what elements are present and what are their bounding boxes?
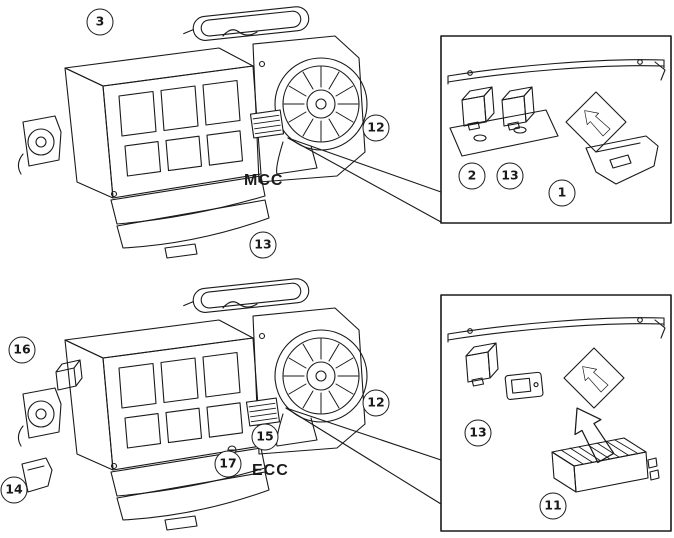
- callout-11: 11: [539, 492, 567, 520]
- control-module-icon: [504, 371, 544, 400]
- callout-14: 14: [0, 476, 28, 504]
- callout-16: 16: [8, 336, 36, 364]
- callout-3: 3: [86, 8, 114, 36]
- callout-13: 13: [249, 231, 277, 259]
- magnifier-leader-lines-top: [287, 137, 442, 223]
- mount-bracket-icon: [585, 135, 659, 185]
- mcc-connector-icon: [249, 109, 285, 139]
- relay-bracket-plate: [449, 109, 559, 157]
- ecc-section-label: ECC: [252, 462, 289, 479]
- inset-box-top: [440, 35, 672, 224]
- callout-2: 2: [458, 162, 486, 190]
- callout-13: 13: [464, 419, 492, 447]
- mcc-section-label: MCC: [244, 172, 284, 189]
- dash-rail-icon: [447, 317, 666, 343]
- ecc-extras: [21, 359, 281, 493]
- inset-box-bottom: [440, 294, 672, 532]
- hvac-unit-ecc: [17, 277, 368, 531]
- dash-rail-icon: [447, 59, 666, 85]
- power-module-icon: [551, 437, 660, 493]
- callout-15: 15: [251, 423, 279, 451]
- magnifier-leader-lines-bottom: [285, 407, 442, 505]
- callout-12: 12: [362, 389, 390, 417]
- orientation-arrow-plate: [563, 347, 625, 409]
- callout-17: 17: [214, 450, 242, 478]
- hvac-unit-mcc: [17, 5, 368, 259]
- callout-12: 12: [362, 114, 390, 142]
- callout-13: 13: [496, 162, 524, 190]
- callout-1: 1: [548, 179, 576, 207]
